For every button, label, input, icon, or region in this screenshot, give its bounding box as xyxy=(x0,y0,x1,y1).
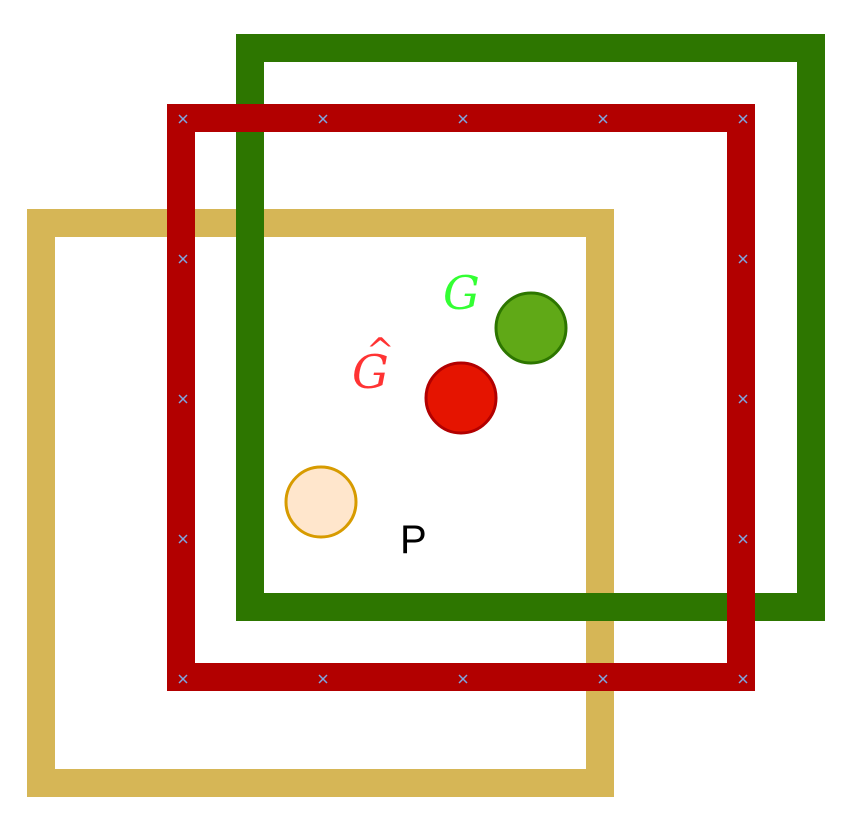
anchor-marker xyxy=(178,534,188,544)
anchor-marker xyxy=(738,534,748,544)
anchor-marker xyxy=(178,394,188,404)
anchor-marker xyxy=(458,114,468,124)
anchor-marker xyxy=(598,114,608,124)
anchor-marker xyxy=(318,114,328,124)
anchor-marker xyxy=(738,674,748,684)
red-box-anchor-markers xyxy=(178,114,748,684)
green-circle xyxy=(494,291,568,365)
peach-circle xyxy=(284,465,358,539)
label-g: G xyxy=(443,266,480,320)
yellow-box xyxy=(27,209,614,797)
label-g-hat-accent: ^ xyxy=(366,331,395,371)
anchor-marker xyxy=(318,674,328,684)
anchor-marker xyxy=(738,394,748,404)
label-g-hat: G xyxy=(352,345,389,399)
anchor-marker xyxy=(178,114,188,124)
anchor-marker xyxy=(458,674,468,684)
green-box xyxy=(236,34,825,621)
anchor-marker xyxy=(178,674,188,684)
anchor-marker xyxy=(738,254,748,264)
anchor-marker xyxy=(598,674,608,684)
label-p: P xyxy=(400,518,427,562)
anchor-marker xyxy=(738,114,748,124)
red-circle xyxy=(424,361,498,435)
anchor-marker xyxy=(178,254,188,264)
